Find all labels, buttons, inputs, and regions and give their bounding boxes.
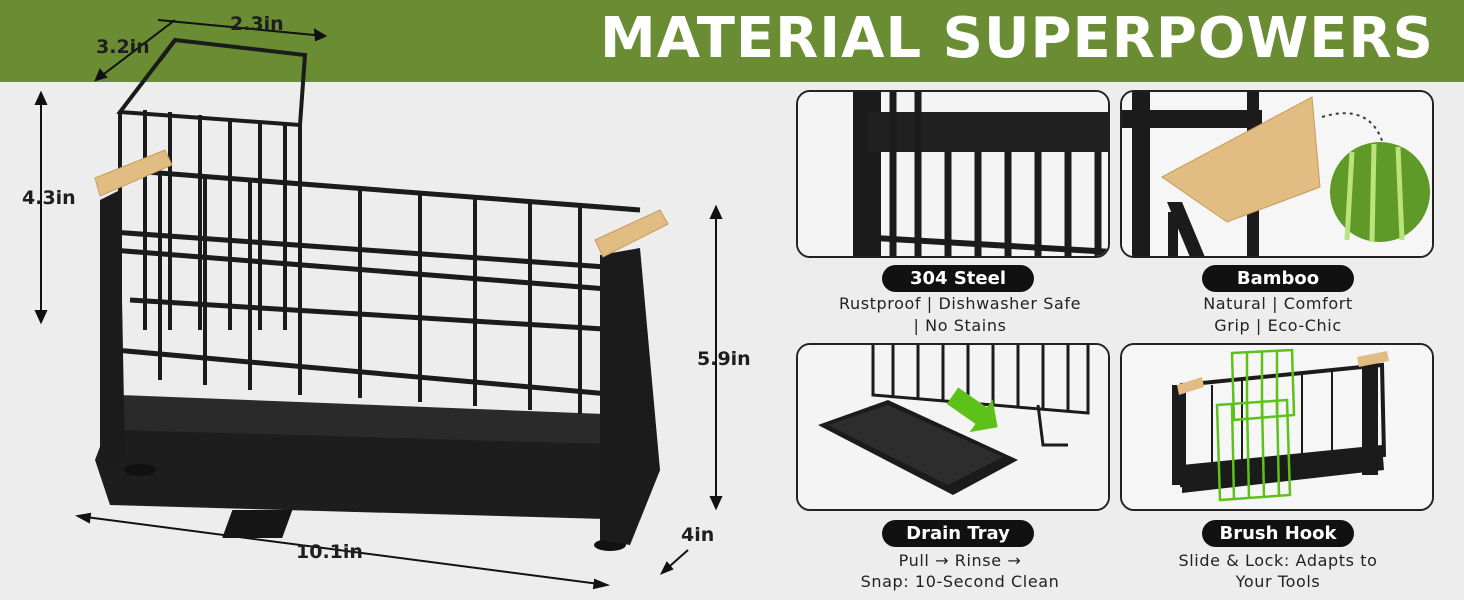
drain-tray-desc-line2: Snap: 10-Second Clean (860, 572, 1060, 591)
steel-desc-line1: Rustproof | Dishwasher Safe (838, 294, 1082, 313)
brush-hook-title-pill: Brush Hook (1202, 520, 1354, 547)
bamboo-desc-line2: Grip | Eco-Chic (1214, 316, 1342, 335)
header-banner: MATERIAL SUPERPOWERS (0, 0, 1464, 82)
brush-hook-image (1122, 345, 1432, 509)
brush-hook-desc-line2: Your Tools (1235, 572, 1321, 591)
feature-drain-tray-panel (796, 343, 1110, 511)
dimension-cup-width: 2.3in (230, 13, 284, 35)
drain-tray-desc-line1: Pull → Rinse → (898, 551, 1022, 570)
brush-hook-desc-line1: Slide & Lock: Adapts to (1178, 551, 1378, 570)
feature-brush-hook-panel (1120, 343, 1434, 511)
dimension-cup-depth: 3.2in (96, 36, 150, 58)
bamboo-desc-line1: Natural | Comfort (1203, 294, 1353, 313)
bamboo-title-pill: Bamboo (1202, 265, 1354, 292)
banner-title: MATERIAL SUPERPOWERS (600, 6, 1434, 71)
dimension-rack-height: 5.9in (697, 348, 751, 370)
feature-steel-panel (796, 90, 1110, 258)
dish-rack-image (34, 19, 723, 590)
drain-tray-image (798, 345, 1108, 509)
dimension-cup-height: 4.3in (22, 187, 76, 209)
dimension-rack-depth: 4in (681, 524, 715, 546)
feature-bamboo-panel (1120, 90, 1434, 258)
steel-title-pill: 304 Steel (882, 265, 1034, 292)
product-illustration: 2.3in 3.2in 4.3in 5.9in 10.1in 4in (22, 13, 751, 590)
drain-tray-title-pill: Drain Tray (882, 520, 1034, 547)
steel-desc-line2: | No Stains (913, 316, 1007, 335)
bamboo-closeup-image (1122, 92, 1432, 256)
steel-closeup-image (798, 92, 1108, 256)
dimension-rack-length: 10.1in (296, 541, 363, 563)
